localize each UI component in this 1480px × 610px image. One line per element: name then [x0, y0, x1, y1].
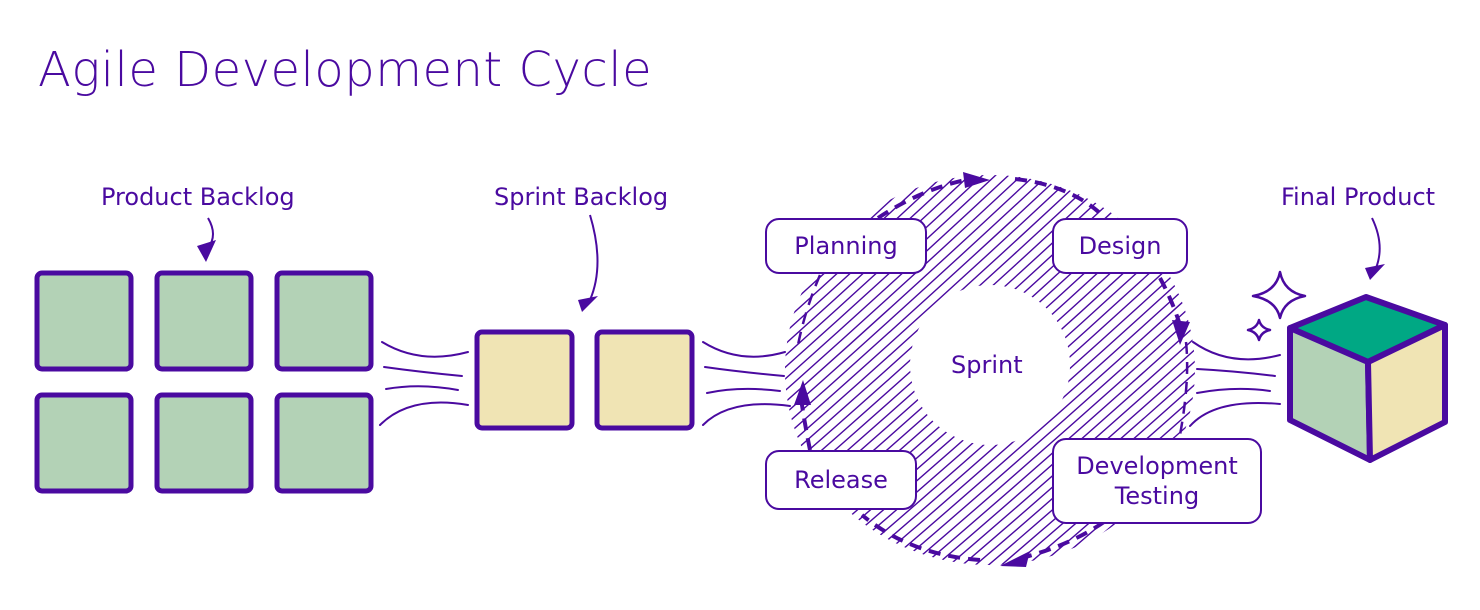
- stage-planning-label: Planning: [794, 232, 898, 260]
- stage-line: Testing: [1114, 482, 1200, 510]
- sprint-backlog-item: [594, 329, 695, 431]
- arrowhead-icon: [794, 380, 811, 405]
- product-backlog-item: [34, 270, 134, 372]
- hatch-line: [866, 175, 1195, 566]
- cycle-arrowheads: [794, 172, 1190, 567]
- stage-development-testing-label: Development Testing: [1076, 451, 1238, 511]
- product-backlog-item: [154, 392, 254, 494]
- curved-arrow-heads: [197, 240, 1385, 312]
- product-backlog-grid: [34, 270, 374, 494]
- hatch-line: [784, 175, 1117, 566]
- stage-design-label: Design: [1078, 232, 1162, 260]
- final-product-label: Final Product: [1281, 183, 1436, 211]
- product-backlog-label: Product Backlog: [101, 183, 295, 211]
- sparkle-icon: [1246, 270, 1307, 342]
- hatch-line: [853, 175, 1195, 566]
- hatch-line: [905, 175, 1195, 566]
- product-backlog-item: [274, 270, 374, 372]
- stage-planning: Planning: [765, 218, 927, 274]
- hatch-line: [879, 175, 1195, 566]
- hatch-line: [784, 175, 1078, 566]
- hatch-line: [784, 175, 1013, 566]
- hatch-line: [784, 175, 1091, 566]
- stage-development-testing: Development Testing: [1052, 438, 1262, 524]
- hatch-line: [983, 175, 1195, 566]
- stage-release: Release: [765, 450, 917, 510]
- stage-design: Design: [1052, 218, 1188, 274]
- hatch-line: [957, 175, 1195, 566]
- stage-release-label: Release: [794, 466, 888, 494]
- hatch-line: [784, 175, 1065, 566]
- sprint-center-label: Sprint: [951, 351, 1023, 379]
- sprint-backlog-label: Sprint Backlog: [494, 183, 669, 211]
- product-backlog-item: [274, 392, 374, 494]
- hatch-line: [784, 175, 1052, 566]
- hatch-line: [944, 175, 1195, 566]
- hatch-line: [918, 175, 1195, 566]
- sprint-cycle-arrows: [796, 177, 1189, 562]
- final-product-cube-icon: [1287, 294, 1448, 463]
- hatch-line: [784, 175, 1039, 566]
- hatch-line: [840, 175, 1195, 566]
- product-backlog-item: [34, 392, 134, 494]
- arrowhead-icon: [963, 172, 990, 188]
- hatch-line: [784, 175, 1104, 566]
- arrowhead-icon: [1000, 551, 1030, 567]
- sprint-backlog-item: [474, 329, 575, 431]
- hatch-line: [970, 175, 1195, 566]
- sprint-backlog-row: [474, 329, 695, 431]
- page-title: Agile Development Cycle: [38, 42, 653, 98]
- hatch-line: [784, 175, 1000, 566]
- motion-lines-icon: [379, 341, 1281, 427]
- hatch-line: [784, 175, 1026, 566]
- arrowhead-icon: [1172, 320, 1190, 345]
- stage-line: Development: [1076, 452, 1238, 480]
- hatch-line: [931, 175, 1195, 566]
- product-backlog-item: [154, 270, 254, 372]
- hatch-line: [892, 175, 1195, 566]
